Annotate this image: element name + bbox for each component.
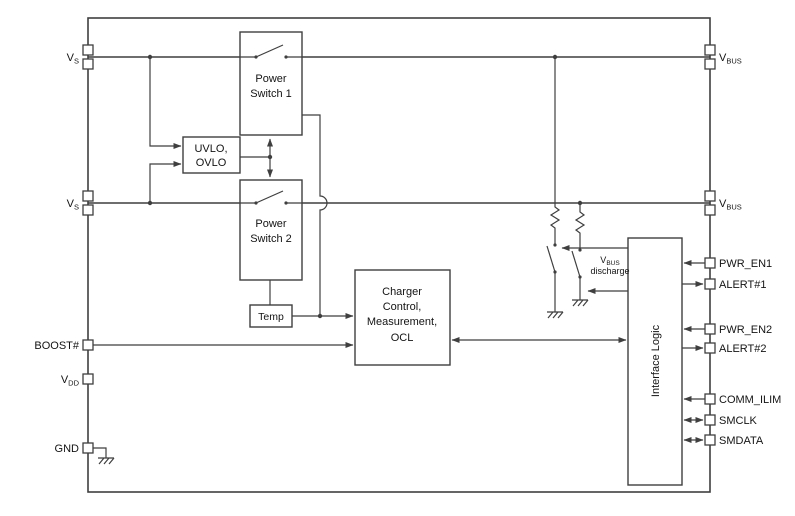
power-switch-1-label-line2: Switch 1 [250,88,292,100]
vbus2-pad-a [704,190,716,202]
charger-control-block [354,269,451,366]
pin-label-vdd: VDD [61,374,80,388]
pin-label-vs1: VS [67,52,79,66]
pin-label-gnd: GND [55,443,80,455]
pin-label-vbus1-sub: BUS [726,57,741,66]
pin-label-smclk: SMCLK [719,415,758,427]
temp-label: Temp [258,311,284,323]
junction-bus1-uvlo [147,54,153,60]
pwr-en2-pad [704,323,716,335]
comm-ilim-pad [704,393,716,405]
blocks [182,31,683,486]
charger-label-line2: Control, [383,301,422,313]
pin-label-vs1-base: V [67,52,75,64]
pin-label-pwr-en2: PWR_EN2 [719,324,772,336]
uvlo-ovlo-block [182,136,241,174]
junction-bus1-discharge [552,54,558,60]
vbus1-pad-b [704,58,716,70]
switch2-terminal-right [284,201,288,205]
chip-boundary [87,17,711,493]
gnd-pad [82,442,94,454]
switch1-terminal-right [284,55,288,59]
pin-label-boost: BOOST# [34,340,80,352]
pin-label-comm-ilim: COMM_ILIM [719,394,781,406]
vbus1-pad-a [704,44,716,56]
uvlo-input2-wire [149,161,182,203]
smclk-pad [704,414,716,426]
discharge1-ground-symbol [547,311,564,319]
pin-label-vbus2-sub: BUS [726,203,741,212]
vbus2-pad-b [704,204,716,216]
vdd-pad [82,373,94,385]
charger-label-line4: OCL [391,332,414,344]
uvlo-label-line1: UVLO, [194,143,227,155]
pin-label-vs2: VS [67,198,79,212]
switch-control-wire [302,114,328,316]
boost-pad [82,339,94,351]
charger-label-line3: Measurement, [367,316,437,328]
pin-label-vbus2: VBUS [719,198,742,212]
vs2-pad-b [82,204,94,216]
discharge1-switch-terminal-bottom [553,270,557,274]
alert2-pad [704,342,716,354]
pin-label-vdd-sub: DD [68,379,79,388]
switch1-blade [255,44,284,58]
discharge1-switch-terminal-top [553,243,557,247]
pin-label-vs1-sub: S [74,57,79,66]
junction-control-temp [317,313,323,319]
vs1-pad-b [82,58,94,70]
pin-label-pwr-en1: PWR_EN1 [719,258,772,270]
discharge2-switch-terminal-bottom [578,275,582,279]
uvlo-label-line2: OVLO [196,157,227,169]
vbus-discharge-sub: BUS [606,260,620,267]
discharge2-resistor-wire [574,203,586,250]
discharge2-switch-terminal-top [578,248,582,252]
power-switch-2-label-line2: Switch 2 [250,233,292,245]
junction-bus2-uvlo [147,200,153,206]
smdata-pad [704,434,716,446]
pin-label-alert2: ALERT#2 [719,343,767,355]
switch2-terminal-left [254,201,258,205]
pin-label-vbus1: VBUS [719,52,742,66]
vbus-discharge-base: V [600,255,606,265]
power-switch-1-label-line1: Power [255,73,287,85]
switch-symbols [240,44,302,205]
uvlo-input1-wire [149,57,182,149]
gnd-wire [93,447,107,458]
vbus-discharge-label-line2: discharge [590,266,629,276]
pwr-en1-pad [704,257,716,269]
discharge1-switch-blade [546,245,556,273]
pin-pads [82,44,716,454]
wires [88,56,710,465]
discharge2-ground-symbol [572,299,589,307]
switch1-terminal-left [254,55,258,59]
alert1-pad [704,278,716,290]
junction-bus2-discharge [577,200,583,206]
pin-label-alert1: ALERT#1 [719,279,767,291]
power-switch-2-label-line1: Power [255,218,287,230]
gnd-ground-symbol [98,457,115,465]
charger-label-line1: Charger [382,286,422,298]
junction-uvlo-switches [267,154,273,160]
switch2-blade [255,190,284,204]
vbus-discharge-label-line1: VBUS [600,255,620,267]
pin-label-vs2-sub: S [74,203,79,212]
power-switch-2-block [239,179,303,281]
discharge2-switch-blade [571,250,581,278]
temp-block [249,304,293,328]
power-switch-1-block [239,31,303,136]
discharge1-resistor-wire [549,57,561,245]
pin-label-vbus2-base: V [719,198,727,210]
interface-logic-label: Interface Logic [650,324,662,397]
pin-label-vdd-base: V [61,374,69,386]
interface-logic-block [627,237,683,486]
vs2-pad-a [82,190,94,202]
junction-dots [147,54,583,319]
vs1-pad-a [82,44,94,56]
pin-label-vs2-base: V [67,198,75,210]
pin-label-smdata: SMDATA [719,435,764,447]
pin-label-vbus1-base: V [719,52,727,64]
labels: VS VS BOOST# VDD GND VBUS VBUS PWR_EN1 A… [34,52,781,455]
